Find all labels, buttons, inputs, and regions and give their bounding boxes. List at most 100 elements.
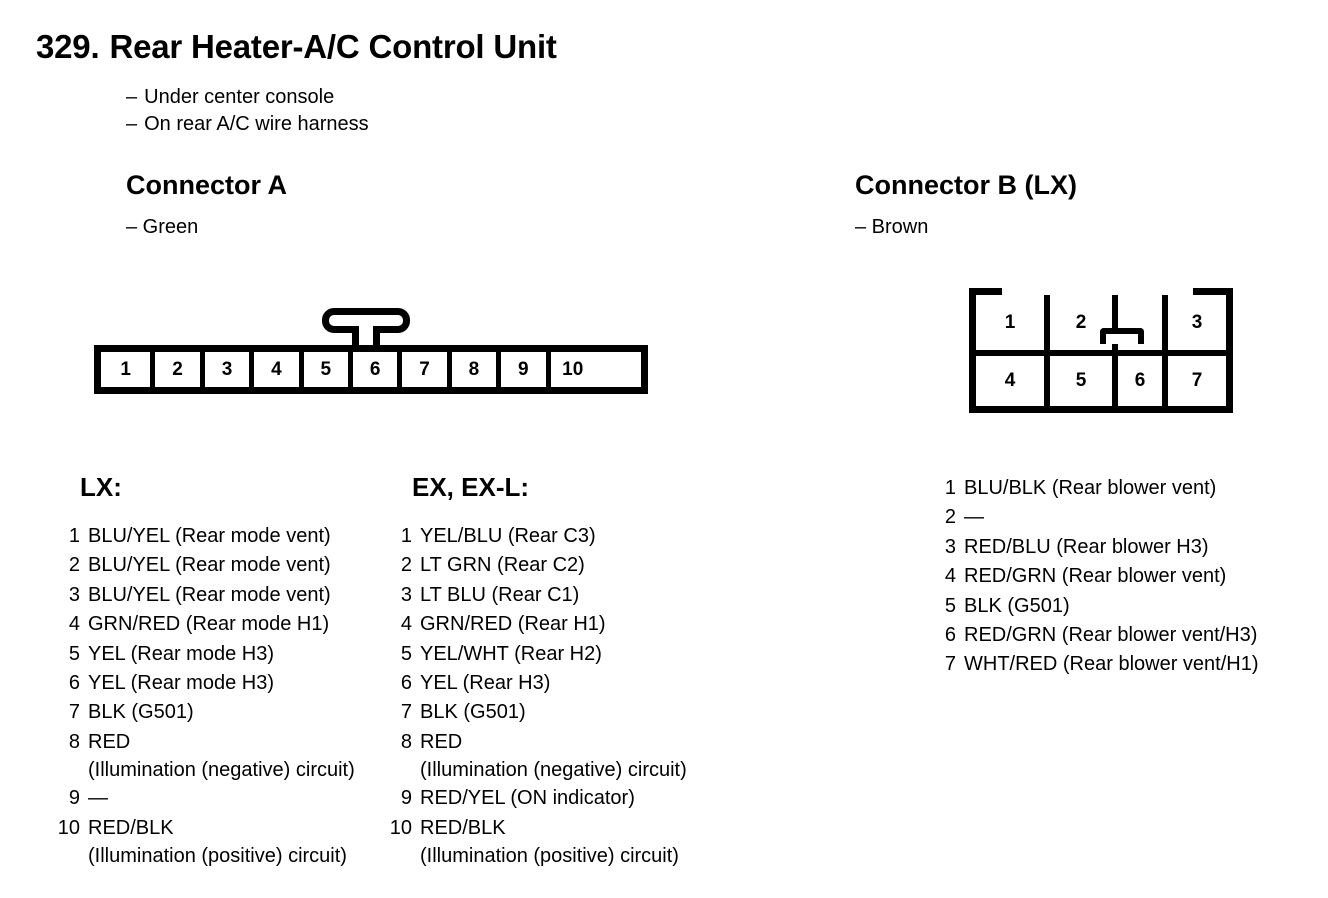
pin-entry: 6 YEL (Rear H3) — [384, 669, 744, 698]
pin-number: 1 — [400, 525, 412, 547]
pin-entry-line: 1 BLU/YEL (Rear mode vent) — [52, 522, 412, 551]
connector-a-color-note: – Green — [126, 216, 199, 238]
pin-cell: 9 — [496, 352, 546, 387]
pin-entry: 4 GRN/RED (Rear mode H1) — [52, 610, 412, 639]
pin-cell: 4 — [976, 356, 1044, 406]
pin-number: 1 — [944, 477, 956, 499]
pin-description-continuation: (Illumination (positive) circuit) — [88, 845, 347, 868]
pin-entry-line: 1 BLU/BLK (Rear blower vent) — [928, 474, 1308, 503]
pin-number: 6 — [944, 624, 956, 647]
pin-number: 10 — [389, 816, 412, 839]
pin-entry: 5 YEL (Rear mode H3) — [52, 640, 412, 669]
pin-entry-line: 5 YEL (Rear mode H3) — [52, 640, 412, 669]
pin-description: BLU/YEL (Rear mode vent) — [88, 583, 331, 606]
pin-number: 4 — [944, 565, 956, 588]
pin-entry: 1 BLU/BLK (Rear blower vent) — [928, 474, 1308, 503]
pin-description: RED/GRN (Rear blower vent/H3) — [964, 624, 1258, 647]
pin-description: — — [88, 787, 108, 810]
connector-b-row-divider — [976, 350, 1226, 356]
pin-description: BLU/BLK (Rear blower vent) — [964, 477, 1217, 499]
pin-description: RED/BLK — [88, 816, 174, 839]
pin-description: RED/GRN (Rear blower vent) — [964, 565, 1227, 588]
pin-cell: 10 — [545, 352, 595, 387]
pin-entry-line: 6 YEL (Rear H3) — [384, 669, 744, 698]
pin-entry: 4 GRN/RED (Rear H1) — [384, 610, 744, 639]
pin-description-continuation: (Illumination (negative) circuit) — [88, 759, 355, 782]
pin-number: 2 — [944, 506, 956, 529]
pin-description: GRN/RED (Rear mode H1) — [88, 613, 330, 636]
location-notes: –Under center console –On rear A/C wire … — [126, 84, 369, 138]
pin-cell: 2 — [150, 352, 200, 387]
pin-cell: 3 — [199, 352, 250, 387]
pin-entry: 10 RED/BLK (Illumination (positive) circui… — [52, 814, 412, 870]
pin-description: WHT/RED (Rear blower vent/H1) — [964, 653, 1259, 676]
pin-number: 9 — [400, 787, 412, 810]
pin-description: BLU/YEL (Rear mode vent) — [88, 525, 331, 547]
page-title: 329.Rear Heater-A/C Control Unit — [36, 28, 557, 66]
pin-description: RED — [420, 730, 463, 753]
pin-entry-line: 10 RED/BLK — [384, 814, 744, 843]
pin-entry-line: 7 WHT/RED (Rear blower vent/H1) — [928, 650, 1308, 679]
pin-description: GRN/RED (Rear H1) — [420, 613, 606, 636]
pin-description: RED/YEL (ON indicator) — [420, 787, 635, 810]
connector-a-heading: Connector A — [126, 170, 287, 200]
pin-number: 3 — [944, 535, 956, 558]
pin-entry-line: 8 RED — [384, 728, 744, 757]
pin-number: 1 — [68, 525, 80, 547]
connector-b-top-edge — [969, 288, 976, 318]
pin-entry: 3 BLU/YEL (Rear mode vent) — [52, 581, 412, 610]
pin-number: 6 — [68, 672, 80, 695]
pin-number: 5 — [68, 642, 80, 665]
pin-entry: 9 RED/YEL (ON indicator) — [384, 784, 744, 813]
pin-entry-line: 10 RED/BLK — [52, 814, 412, 843]
ex-list-heading: EX, EX-L: — [412, 472, 530, 502]
pin-cell: 3 — [1162, 295, 1226, 350]
connector-b-top-edge — [969, 288, 1002, 295]
pin-description: — — [964, 506, 984, 529]
pin-description: YEL (Rear mode H3) — [88, 642, 274, 665]
bullet-dash-icon: – — [126, 113, 138, 135]
pin-entry-line: 4 GRN/RED (Rear H1) — [384, 610, 744, 639]
pin-cell: 7 — [397, 352, 447, 387]
pin-number: 6 — [400, 672, 412, 695]
location-note: –On rear A/C wire harness — [126, 111, 369, 138]
pin-description: BLK (G501) — [964, 594, 1070, 617]
pin-cell: 6 — [347, 352, 398, 387]
pin-description: RED/BLK — [420, 816, 506, 839]
pin-number: 7 — [944, 653, 956, 676]
pin-number: 8 — [68, 730, 80, 753]
bullet-dash-icon: – — [126, 86, 138, 108]
pin-description: YEL (Rear H3) — [420, 672, 551, 695]
pin-number: 3 — [400, 583, 412, 606]
pin-cell: 7 — [1162, 356, 1226, 406]
pin-description: BLK (G501) — [88, 701, 194, 724]
pin-number: 4 — [400, 613, 412, 636]
connector-b-color-note: – Brown — [855, 216, 929, 238]
pin-number: 8 — [400, 730, 412, 753]
connector-b-top-edge — [1226, 288, 1233, 318]
pin-cell: 4 — [249, 352, 299, 387]
pin-cell: 5 — [1044, 356, 1112, 406]
